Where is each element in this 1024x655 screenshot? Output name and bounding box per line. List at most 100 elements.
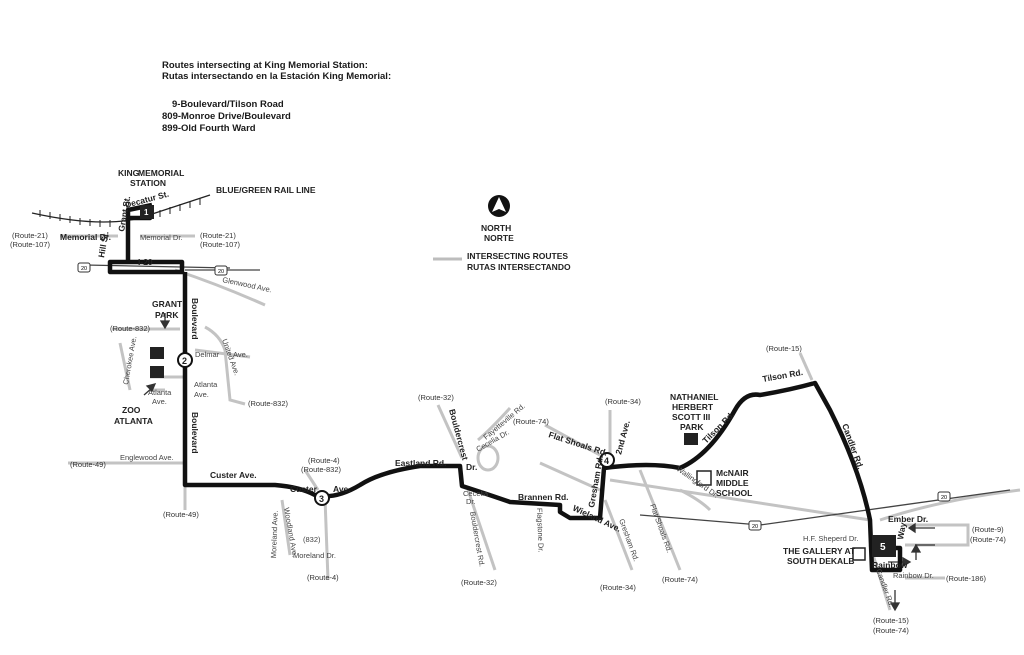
king-label-1: KING bbox=[118, 168, 140, 178]
route-49-a: (Route-49) bbox=[70, 460, 106, 469]
route-49-b: (Route-49) bbox=[163, 510, 199, 519]
legend-intersecting-2: RUTAS INTERSECTANDO bbox=[467, 262, 571, 272]
header-line-2: Rutas intersectando en la Estación King … bbox=[162, 71, 392, 82]
shield-3: 20 bbox=[752, 524, 758, 530]
shield-1: 20 bbox=[81, 266, 87, 272]
route-832-a: (Route-832) bbox=[110, 324, 151, 333]
route-832-b: (Route-832) bbox=[248, 399, 289, 408]
street-moreland-dr: Moreland Dr. bbox=[293, 551, 336, 560]
route-74-b: (Route-74) bbox=[662, 575, 698, 584]
route-4-a: (Route-4) bbox=[308, 456, 340, 465]
route-32-b: (Route-32) bbox=[461, 578, 497, 587]
street-custer-3: Ave. bbox=[333, 484, 351, 494]
shield-2: 20 bbox=[218, 269, 224, 275]
route-832-c: (Route-832) bbox=[301, 465, 342, 474]
street-custer-1: Custer Ave. bbox=[210, 470, 257, 480]
street-cecelia-3: Dr. bbox=[466, 497, 476, 506]
header-route-3: 899-Old Fourth Ward bbox=[162, 123, 256, 134]
timepoint-4: 4 bbox=[604, 456, 609, 466]
grant-park-1: GRANT bbox=[152, 299, 183, 309]
street-ember: Ember Dr. bbox=[888, 514, 928, 524]
timepoint-3: 3 bbox=[319, 494, 324, 504]
street-i20: I-20 bbox=[138, 257, 153, 267]
street-glenwood: Glenwood Ave. bbox=[222, 275, 273, 294]
timepoint-5: 5 bbox=[880, 542, 886, 553]
street-2nd-ave: 2nd Ave. bbox=[613, 419, 632, 455]
king-station-marker bbox=[140, 205, 154, 219]
street-flagstone: Flagstone Dr. bbox=[535, 508, 546, 553]
route-74-d: (Route-74) bbox=[873, 626, 909, 635]
route-34-b: (Route-34) bbox=[600, 583, 636, 592]
route-15-b: (Route-15) bbox=[873, 616, 909, 625]
street-memorial-left: Memorial Dr. bbox=[60, 232, 111, 242]
legend-intersecting-1: INTERSECTING ROUTES bbox=[467, 251, 568, 261]
mcnair-2: MIDDLE bbox=[716, 478, 749, 488]
direction-arrows bbox=[143, 313, 935, 612]
route-186: (Route-186) bbox=[946, 574, 987, 583]
street-memorial-right: Memorial Dr. bbox=[140, 233, 183, 242]
park-icons bbox=[150, 347, 866, 561]
street-832: (832) bbox=[303, 535, 321, 544]
timepoint-1: 1 bbox=[144, 208, 149, 217]
zoo-1: ZOO bbox=[122, 405, 141, 415]
legend-north: NORTH bbox=[481, 223, 511, 233]
mcnair-1: McNAIR bbox=[716, 468, 749, 478]
route-labels: (Route-21) (Route-107) (Route-21) (Route… bbox=[10, 231, 1006, 635]
street-sheperd: H.F. Sheperd Dr. bbox=[803, 534, 858, 543]
shield-4: 20 bbox=[941, 495, 947, 501]
timepoint-2: 2 bbox=[182, 356, 187, 366]
street-custer-2: Custer bbox=[290, 484, 318, 494]
route-74-a: (Route-74) bbox=[513, 417, 549, 426]
header-line-1: Routes intersecting at King Memorial Sta… bbox=[162, 60, 368, 71]
route-21-b: (Route-21) bbox=[200, 231, 236, 240]
street-atlanta-4: Ave. bbox=[152, 397, 167, 406]
street-brannen: Brannen Rd. bbox=[518, 492, 569, 502]
route-34-a: (Route-34) bbox=[605, 397, 641, 406]
zoo-2: ATLANTA bbox=[114, 416, 153, 426]
street-flat-shoals: Flat Shoals Rd. bbox=[547, 429, 608, 457]
route-15-a: (Route-15) bbox=[766, 344, 802, 353]
gallery-label-1: THE GALLERY AT bbox=[783, 546, 856, 556]
mcnair-3: SCHOOL bbox=[716, 488, 752, 498]
legend-norte: NORTE bbox=[484, 233, 514, 243]
street-delmar-ave: Ave. bbox=[233, 350, 248, 359]
gallery-label-2: SOUTH DEKALB bbox=[787, 556, 855, 566]
street-rainbow-dr: Rainbow Dr. bbox=[893, 571, 934, 580]
route-4-b: (Route-4) bbox=[307, 573, 339, 582]
park-label-1: NATHANIEL bbox=[670, 392, 718, 402]
street-flat-shoals-2: Flat Shoals Rd. bbox=[648, 503, 674, 554]
street-cecelia-2: Cecelia bbox=[463, 489, 489, 498]
interstate-shield-icons: 20 20 20 20 bbox=[77, 262, 951, 531]
street-atlanta-3: Atlanta bbox=[148, 388, 172, 397]
route-21-a: (Route-21) bbox=[12, 231, 48, 240]
street-delmar: Delmar bbox=[195, 350, 220, 359]
header-route-2: 809-Monroe Drive/Boulevard bbox=[162, 111, 291, 122]
park-label-3: SCOTT III bbox=[672, 412, 710, 422]
north-arrow-icon bbox=[488, 195, 510, 217]
route-107-a: (Route-107) bbox=[10, 240, 51, 249]
street-boulevard-1: Boulevard bbox=[190, 298, 200, 340]
king-label-2: MEMORIAL bbox=[138, 168, 184, 178]
route-9: (Route-9) bbox=[972, 525, 1004, 534]
street-bouldercrest-dr: Dr. bbox=[466, 462, 477, 472]
street-englewood: Englewood Ave. bbox=[120, 453, 174, 462]
route-74-c: (Route-74) bbox=[970, 535, 1006, 544]
route-107-b: (Route-107) bbox=[200, 240, 241, 249]
street-hill: Hill St. bbox=[96, 231, 110, 259]
street-boulevard-2: Boulevard bbox=[190, 412, 200, 454]
timepoint-markers: 1 2 3 4 5 bbox=[144, 208, 886, 553]
king-label-3: STATION bbox=[130, 178, 166, 188]
street-atlanta-1: Atlanta bbox=[194, 380, 218, 389]
route-32-a: (Route-32) bbox=[418, 393, 454, 402]
gallery-station-marker bbox=[872, 535, 896, 557]
grant-park-2: PARK bbox=[155, 310, 179, 320]
street-eastland: Eastland Rd. bbox=[395, 458, 446, 468]
rail-label: BLUE/GREEN RAIL LINE bbox=[216, 185, 316, 195]
street-moreland: Moreland Ave. bbox=[269, 510, 280, 558]
header-route-1: 9-Boulevard/Tilson Road bbox=[172, 99, 284, 110]
street-way: Way bbox=[895, 521, 908, 540]
park-label-2: HERBERT bbox=[672, 402, 714, 412]
street-tilson-2: Tilson Rd. bbox=[762, 367, 804, 384]
park-label-4: PARK bbox=[680, 422, 704, 432]
